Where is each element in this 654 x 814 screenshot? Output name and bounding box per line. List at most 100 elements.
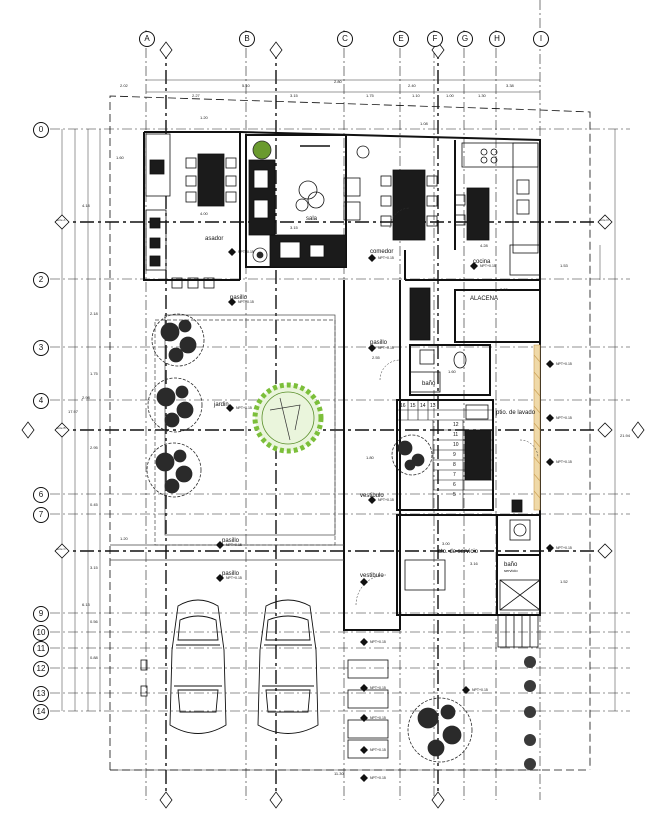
plant-sala [252, 140, 272, 263]
level-tag: NPT+0.15 [370, 640, 386, 644]
dim-misc: 1.80 [366, 455, 374, 460]
level-tag: NPT+0.15 [480, 264, 496, 268]
level-tag: NPT+0.15 [238, 300, 254, 304]
dim-misc: 3.00 [442, 541, 450, 546]
axis-row-2: 2 [33, 272, 49, 288]
dim-left: 1.75 [90, 371, 98, 376]
dim-left: 0.88 [90, 655, 98, 660]
section-mark-label: corte A [56, 218, 66, 222]
axis-col-b: B [239, 31, 255, 47]
room-label-cocina: cocina [473, 259, 491, 265]
stair-step-number: 6 [453, 482, 456, 488]
room-label-asador: asador [205, 236, 224, 242]
dim-left: 6.13 [82, 602, 90, 607]
level-tag: NPT+0.15 [556, 362, 572, 366]
dim-left: 2.98 [82, 395, 90, 400]
garden-outline [110, 314, 344, 561]
dim-misc: 3.16 [470, 561, 478, 566]
dim-top: 2.40 [408, 83, 416, 88]
room-label-comedor: comedor [370, 249, 394, 255]
room-label-pasillo-mid: pasillo [370, 340, 388, 346]
dim-bottom: 11.30 [334, 771, 344, 776]
dim-misc: 2.22 [500, 287, 508, 292]
dim-misc: 1.08 [420, 121, 428, 126]
level-tag: NPT+0.15 [238, 250, 254, 254]
stair-step-number: 5 [453, 492, 456, 498]
dim-right: 1.53 [560, 263, 568, 268]
car-left [169, 599, 227, 734]
stair-step-number: 7 [453, 472, 456, 478]
room-label-cuarto-servicio: cto. de servicio [438, 549, 479, 555]
room-label-pasillo-low2: pasillo [222, 571, 240, 577]
section-markers [21, 41, 645, 809]
room-label-bano: baño [422, 381, 436, 387]
stair-step-number: 9 [453, 452, 456, 458]
axis-col-h: H [489, 31, 505, 47]
tree-2 [147, 377, 203, 433]
room-label-vestibulo-2: vestibulo [360, 573, 384, 579]
stair-step-number: 16 [400, 403, 406, 409]
dim-left: 3.15 [90, 565, 98, 570]
room-label-bano-servicio: baño [504, 562, 518, 568]
dim-left: 4.18 [82, 203, 90, 208]
dim-top: 1.30 [478, 93, 486, 98]
axis-row-14: 14 [33, 704, 49, 720]
stair-step-number: 12 [453, 422, 459, 428]
room-label-sala: sala [306, 216, 318, 222]
car-right [257, 599, 319, 734]
dim-top: 5.10 [242, 83, 250, 88]
dim-misc: 1.20 [120, 536, 128, 541]
axis-row-9: 9 [33, 606, 49, 622]
room-label-patio-lavado: ptio. de lavado [496, 410, 536, 416]
dim-misc: 2.55 [372, 355, 380, 360]
cars [169, 599, 319, 734]
section-mark-label: corte D [599, 218, 609, 222]
axis-row-6: 6 [33, 487, 49, 503]
furniture [140, 133, 541, 759]
dim-top: 3.38 [506, 83, 514, 88]
dim-misc: 1.60 [448, 369, 456, 374]
axis-col-i: I [533, 31, 549, 47]
dim-top: 3.15 [290, 93, 298, 98]
level-tag: NPT+0.15 [378, 256, 394, 260]
room-label-pasillo-low1: pasillo [222, 538, 240, 544]
axis-col-e: E [393, 31, 409, 47]
level-tag: NPT+0.15 [472, 688, 488, 692]
axis-col-f: F [427, 31, 443, 47]
dim-left: 2.95 [90, 445, 98, 450]
level-tag: NPT+0.15 [556, 546, 572, 550]
central-green-tree [252, 382, 324, 454]
dim-left: 17.97 [68, 409, 79, 414]
axis-row-0: 0 [33, 122, 49, 138]
level-tag: NPT+0.15 [370, 686, 386, 690]
dim-misc: 3.15 [290, 225, 298, 230]
dim-left: 0.45 [90, 502, 98, 507]
level-tag: NPT+0.15 [556, 416, 572, 420]
room-label-jardin: jardin [214, 402, 229, 408]
room-label-vestibulo-1: vestibulo [360, 493, 384, 499]
level-tag: NPT+0.15 [556, 460, 572, 464]
room-label-alacena: ALACENA [470, 296, 499, 302]
tree-4 [391, 434, 433, 476]
dim-misc: 1.20 [200, 115, 208, 120]
grid-axes [50, 0, 630, 800]
axis-row-11: 11 [33, 641, 49, 657]
dim-top: 1.10 [412, 93, 420, 98]
dim-top: 2.02 [120, 83, 128, 88]
trees [146, 140, 473, 763]
dim-right: 1.52 [560, 579, 568, 584]
axis-row-3: 3 [33, 340, 49, 356]
stair-step-number: 14 [420, 403, 426, 409]
lavado-wall [533, 344, 541, 511]
room-label-pasillo-top: pasillo [230, 295, 248, 301]
axis-col-g: G [457, 31, 473, 47]
level-markers [216, 248, 554, 782]
walls [143, 131, 541, 631]
dim-misc: 1.60 [116, 155, 124, 160]
stair-step-number: 8 [453, 462, 456, 468]
dim-top: 2.80 [334, 79, 342, 84]
dim-left: 2.18 [90, 311, 98, 316]
dim-misc: 4.28 [480, 243, 488, 248]
section-mark-label: corte C [56, 547, 66, 551]
